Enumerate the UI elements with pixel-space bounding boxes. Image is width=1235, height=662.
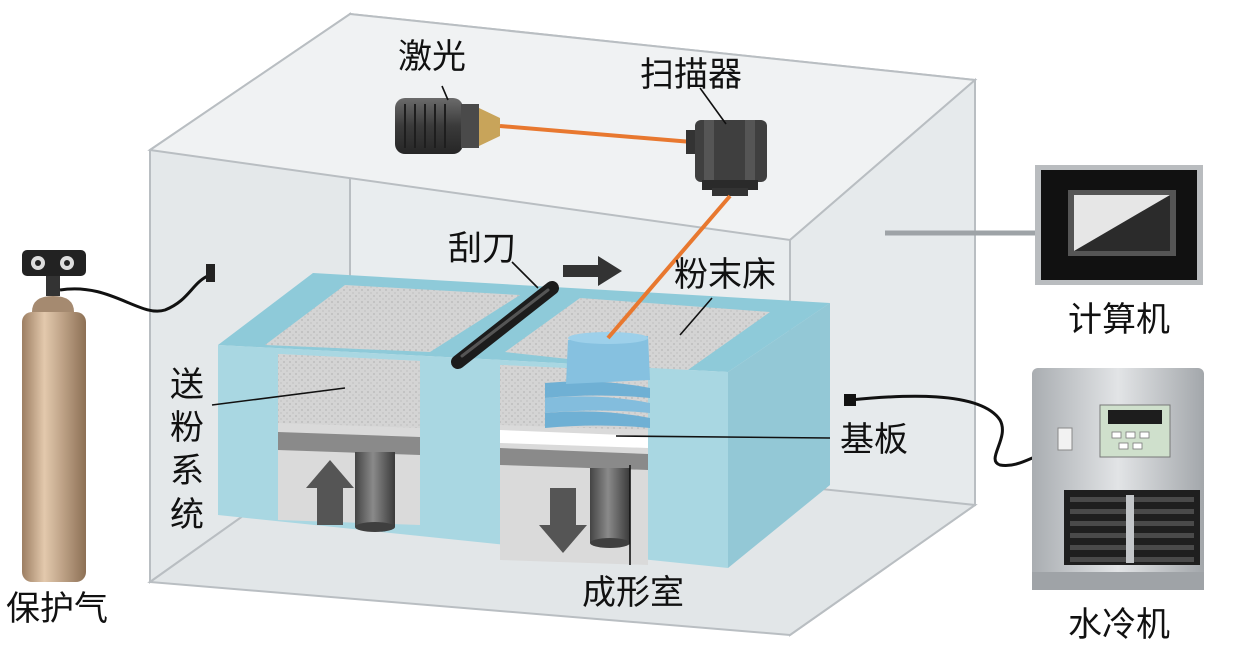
laser-beam-scanned xyxy=(606,194,732,340)
label-scanner: 扫描器 xyxy=(640,55,742,95)
label-powder-bed: 粉末床 xyxy=(674,255,776,295)
feed-piston-plate xyxy=(278,432,420,455)
label-build-chamber: 成形室 xyxy=(582,573,684,613)
chiller-inlet xyxy=(844,394,856,406)
keypad-icon xyxy=(1111,431,1150,450)
powder-machine xyxy=(218,256,830,568)
label-computer: 计算机 xyxy=(1068,300,1170,340)
laser-lens-icon xyxy=(479,108,500,146)
gas-hose xyxy=(59,273,211,313)
down-arrow-icon xyxy=(539,488,587,553)
gas-cylinder xyxy=(22,250,86,582)
cylinder-body xyxy=(22,312,86,582)
laser-beam-horizontal xyxy=(499,124,693,144)
build-rod-base xyxy=(590,538,630,548)
label-powder-feed-system: 送粉系统 xyxy=(170,365,204,535)
label-scraper: 刮刀 xyxy=(448,229,516,269)
feed-powder-surface xyxy=(265,285,520,352)
build-piston-rod xyxy=(590,468,630,543)
feed-piston-rod xyxy=(355,452,395,527)
substrate-plate xyxy=(500,430,648,448)
scraper-direction-arrow-icon xyxy=(563,256,622,286)
machine-right-face xyxy=(728,303,830,568)
up-arrow-icon xyxy=(306,460,354,525)
feed-rod-base xyxy=(355,522,395,532)
scanner-device xyxy=(686,120,767,196)
computer-monitor xyxy=(1035,165,1203,285)
display-icon xyxy=(1108,410,1162,424)
label-laser: 激光 xyxy=(398,37,466,77)
label-shield-gas: 保护气 xyxy=(6,589,108,629)
leader-lines xyxy=(211,85,831,565)
water-chiller xyxy=(1032,368,1204,590)
chiller-hose xyxy=(849,394,1041,468)
feed-powder-column xyxy=(278,354,420,428)
label-substrate: 基板 xyxy=(840,420,908,460)
gas-inlet xyxy=(206,264,215,282)
label-water-chiller: 水冷机 xyxy=(1068,605,1170,645)
power-switch-icon xyxy=(1057,427,1073,451)
laser-device xyxy=(395,98,500,154)
build-piston-plate xyxy=(500,448,648,470)
built-part xyxy=(545,332,650,428)
